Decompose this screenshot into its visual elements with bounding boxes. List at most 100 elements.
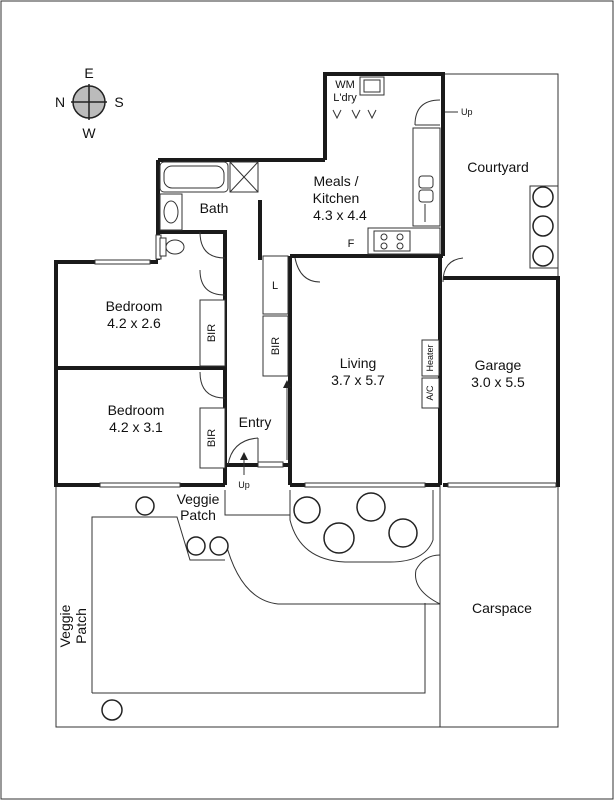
door-bedroom2 <box>199 371 226 399</box>
walls <box>54 72 560 487</box>
shower-x2 <box>229 161 259 193</box>
shrub-courtyard-3 <box>532 245 554 267</box>
label-wm: WM <box>335 79 355 91</box>
label-ac: A/C <box>425 385 435 401</box>
vanity-basin <box>163 200 179 224</box>
burner3 <box>380 242 388 250</box>
garden-bed-curve <box>289 490 434 563</box>
shrubs <box>101 185 559 721</box>
door-entry <box>227 437 259 466</box>
linen-cupboard <box>262 255 289 315</box>
door-bath <box>199 231 226 259</box>
entry-up-arrowhead <box>240 452 248 460</box>
label-fridge: F <box>348 238 355 250</box>
label-up-entry: Up <box>238 480 250 490</box>
label-bedroom1-dims: 4.2 x 2.6 <box>107 315 161 331</box>
label-bath: Bath <box>200 200 229 216</box>
doors <box>199 99 464 466</box>
compass-west: W <box>82 125 96 141</box>
veggie-patch-outline <box>91 516 225 693</box>
label-veggie-patch-left-1: Veggie <box>57 604 73 647</box>
label-kitchen: Kitchen <box>313 190 360 206</box>
label-bedroom2: Bedroom <box>108 402 165 418</box>
shrub-veggie-2 <box>186 536 206 556</box>
wm-marks <box>332 109 377 120</box>
label-living: Living <box>340 355 377 371</box>
burner2 <box>396 233 404 241</box>
door-courtyard <box>442 257 464 283</box>
living-arrowhead <box>283 380 291 388</box>
front-yard-boundary <box>55 485 559 728</box>
tree-garden-3 <box>323 522 355 554</box>
bir-hall <box>262 315 289 377</box>
toilet-tank <box>159 237 167 257</box>
wall-laundry-top <box>323 72 445 256</box>
shrub-courtyard-1 <box>532 186 554 208</box>
courtyard-planter <box>529 185 559 269</box>
compass-south: S <box>114 94 123 110</box>
bir-bedroom1 <box>199 299 226 367</box>
shrub-lawn <box>101 699 123 721</box>
ac-unit <box>421 377 440 409</box>
label-veggie-patch-top-1: Veggie <box>177 491 220 507</box>
curved-path <box>224 539 440 605</box>
label-bir-hall: BIR <box>270 337 282 355</box>
label-laundry: L'dry <box>333 92 357 104</box>
label-up-laundry: Up <box>461 107 473 117</box>
label-veggie-patch-left-2: Patch <box>73 608 89 644</box>
label-meals: Meals / <box>313 173 358 189</box>
carspace-curve <box>415 554 441 605</box>
label-heater: Heater <box>425 344 435 371</box>
label-courtyard: Courtyard <box>467 159 528 175</box>
bir-bedroom2 <box>199 407 226 469</box>
tree-garden-4 <box>388 518 418 548</box>
shrub-courtyard-2 <box>532 215 554 237</box>
burner1 <box>380 233 388 241</box>
wall-bath-hall <box>158 230 227 262</box>
compass: E N S W <box>55 65 124 141</box>
window-entry <box>257 461 284 468</box>
kitchen-sink1 <box>418 175 434 189</box>
compass-north: N <box>55 94 65 110</box>
window-garage-door <box>447 482 557 488</box>
compass-east: E <box>84 65 93 81</box>
tree-garden-1 <box>293 496 321 524</box>
site-lines <box>55 73 559 728</box>
label-linen: L <box>272 280 278 292</box>
windows <box>94 234 557 488</box>
laundry-tub-inner <box>363 79 381 93</box>
label-bedroom2-dims: 4.2 x 3.1 <box>109 419 163 435</box>
label-living-dims: 3.7 x 5.7 <box>331 372 385 388</box>
cooktop <box>373 230 411 252</box>
kitchen-sink2 <box>418 189 434 203</box>
label-garage: Garage <box>475 357 522 373</box>
label-bedroom1: Bedroom <box>106 298 163 314</box>
label-entry: Entry <box>239 414 272 430</box>
label-bir-bedroom1: BIR <box>206 324 218 342</box>
window-living <box>304 482 426 488</box>
window-bedroom1 <box>94 259 151 265</box>
tree-garden-2 <box>356 492 386 522</box>
label-bir-bedroom2: BIR <box>206 429 218 447</box>
entry-path <box>224 490 290 516</box>
label-veggie-patch-top-2: Patch <box>180 507 216 523</box>
labels: WM L'dry Up Meals / Kitchen 4.3 x 4.4 F … <box>57 79 532 647</box>
burner4 <box>396 242 404 250</box>
bathtub-inner <box>163 165 225 189</box>
label-garage-dims: 3.0 x 5.5 <box>471 374 525 390</box>
toilet-bowl <box>165 239 185 255</box>
door-laundry <box>414 99 441 126</box>
kitchen-bench <box>412 127 441 227</box>
lawn-outline <box>92 603 426 694</box>
heater-unit <box>421 339 440 377</box>
label-kitchen-dims: 4.3 x 4.4 <box>313 207 367 223</box>
shrub-veggie-1 <box>135 496 155 516</box>
label-carspace: Carspace <box>472 600 532 616</box>
shrub-veggie-3 <box>209 536 229 556</box>
window-bedroom2 <box>99 482 181 488</box>
fixtures <box>159 76 458 475</box>
door-bedroom1 <box>199 269 226 296</box>
door-kitchen <box>294 257 321 283</box>
